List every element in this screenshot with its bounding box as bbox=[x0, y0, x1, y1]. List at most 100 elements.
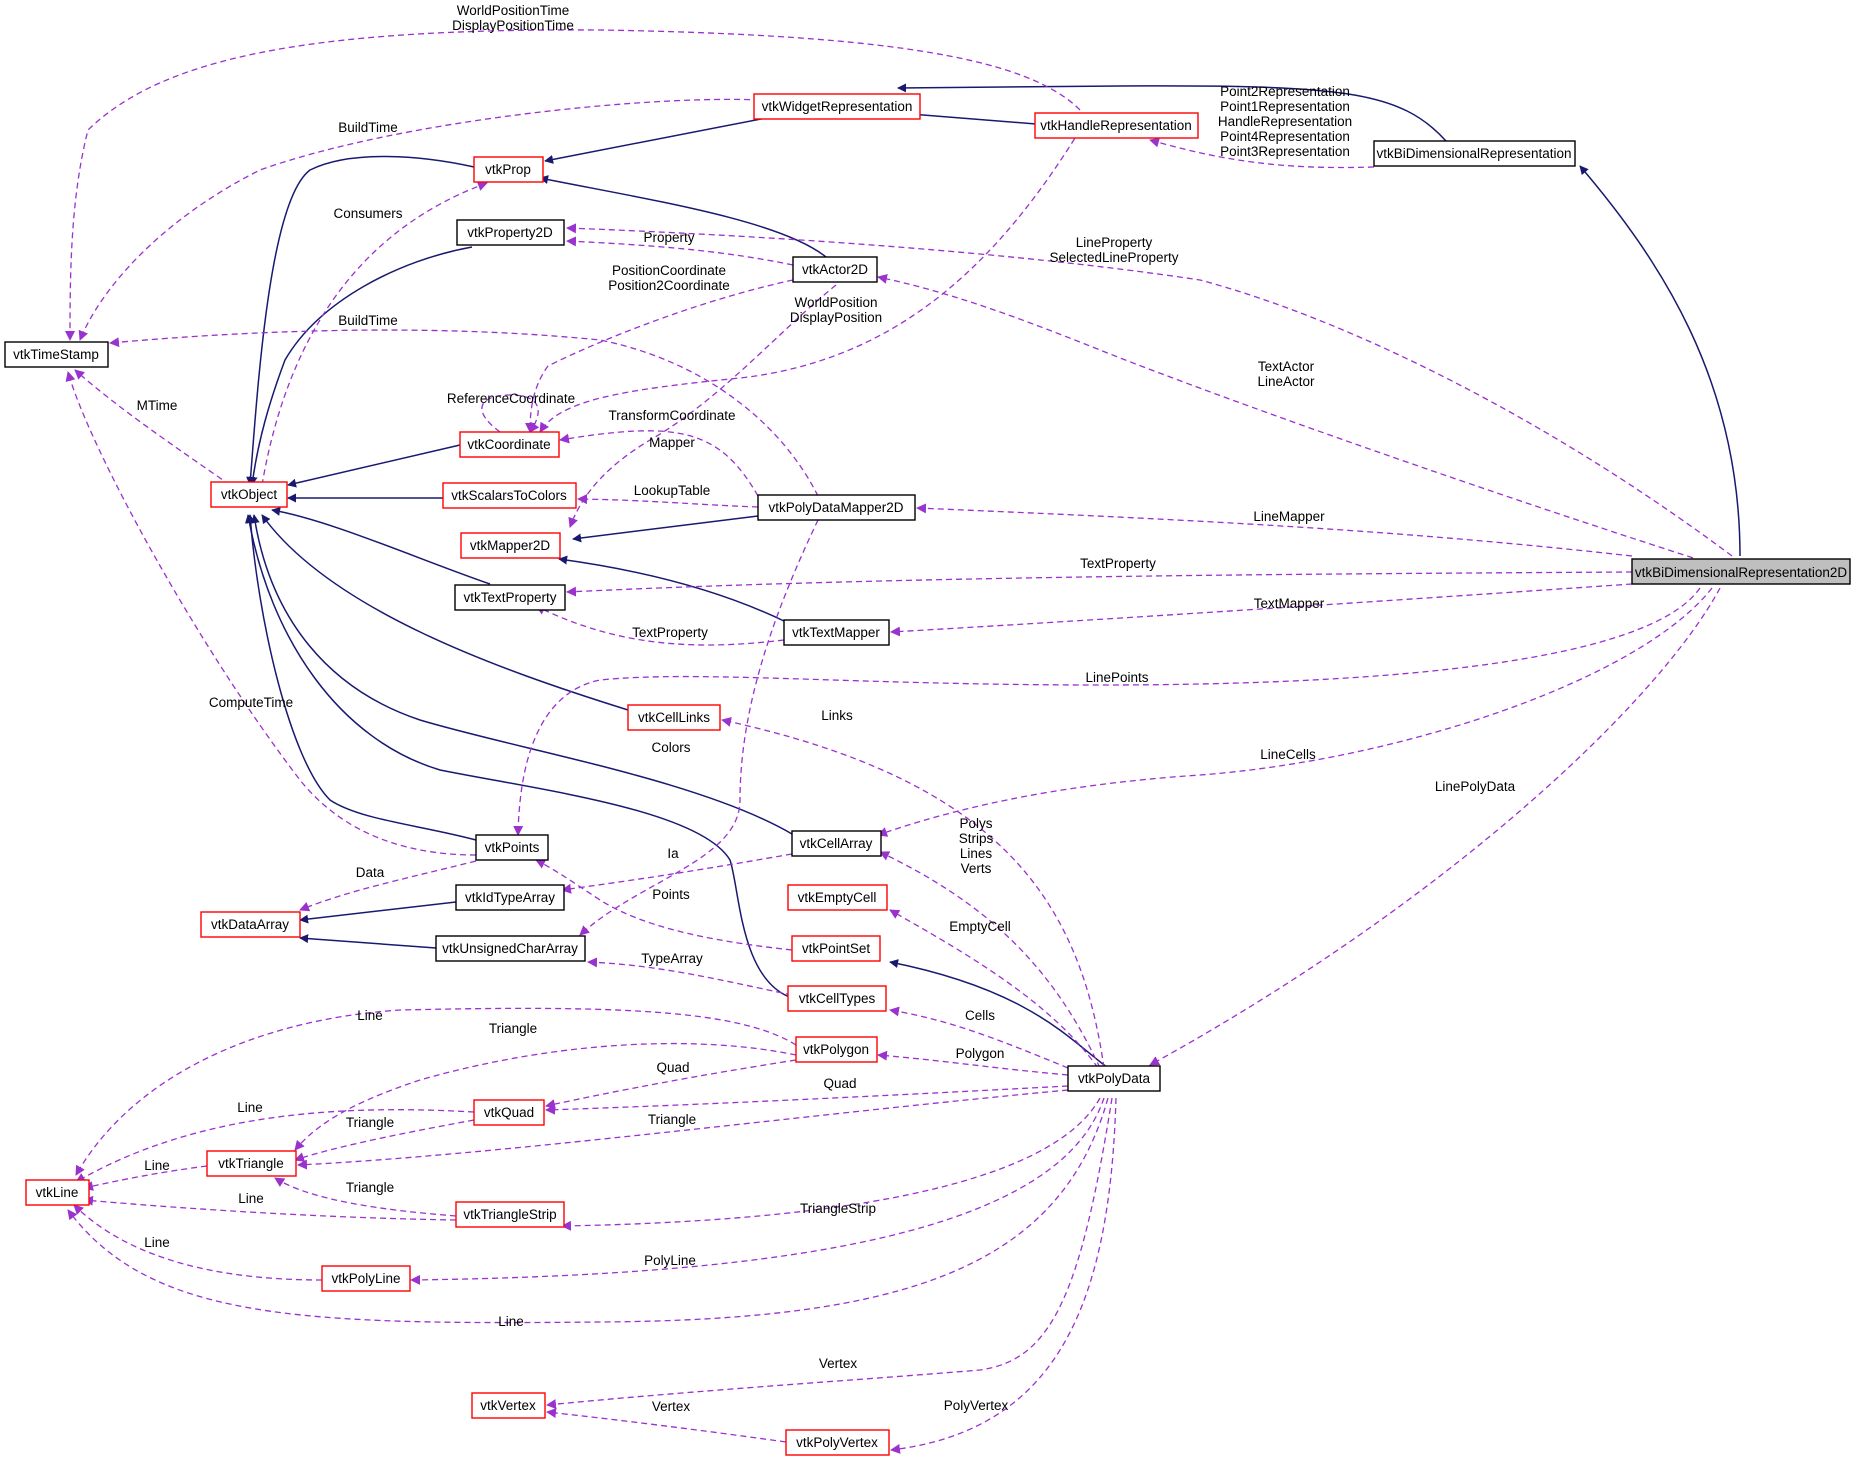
node-vtkCellTypes[interactable]: vtkCellTypes bbox=[787, 985, 887, 1012]
label-text-property-tm: TextProperty bbox=[632, 625, 708, 640]
label-quad-polygon: Quad bbox=[656, 1060, 689, 1075]
label-triangle-strip: TriangleStrip bbox=[800, 1201, 876, 1216]
edge-handlerep-coordinate bbox=[539, 129, 1081, 433]
label-cells: Cells bbox=[965, 1008, 995, 1023]
label-buildtime-wr: BuildTime bbox=[338, 120, 398, 135]
node-vtkQuad[interactable]: vtkQuad bbox=[473, 1099, 545, 1126]
svg-text:vtkMapper2D: vtkMapper2D bbox=[470, 538, 551, 553]
label-triangle-ts: Triangle bbox=[346, 1180, 394, 1195]
edge-actor2d-mapper2d bbox=[568, 284, 837, 528]
svg-text:vtkBiDimensionalRepresentation: vtkBiDimensionalRepresentation2D bbox=[1635, 565, 1848, 580]
node-vtkActor2D[interactable]: vtkActor2D bbox=[792, 256, 878, 283]
edge-points-to-object bbox=[246, 514, 477, 841]
edge-polydata-celllinks bbox=[721, 717, 1105, 1069]
svg-text:vtkProp: vtkProp bbox=[485, 162, 531, 177]
label-reference-coord: ReferenceCoordinate bbox=[447, 391, 575, 406]
node-vtkHandleRepresentation[interactable]: vtkHandleRepresentation bbox=[1034, 112, 1199, 139]
svg-text:vtkVertex: vtkVertex bbox=[480, 1398, 536, 1413]
edge-rep2d-cellarray bbox=[877, 587, 1713, 837]
node-vtkWidgetRepresentation[interactable]: vtkWidgetRepresentation bbox=[753, 93, 921, 120]
node-vtkPolygon[interactable]: vtkPolygon bbox=[795, 1036, 878, 1063]
edge-polydata-triangle bbox=[297, 1089, 1069, 1170]
node-vtkScalarsToColors[interactable]: vtkScalarsToColors bbox=[442, 482, 577, 509]
edge-widgetrep-timestamp bbox=[78, 98, 761, 341]
edge-points-dataarray bbox=[299, 860, 477, 912]
node-vtkMapper2D[interactable]: vtkMapper2D bbox=[460, 532, 561, 559]
label-mtime: MTime bbox=[137, 398, 178, 413]
node-vtkProp[interactable]: vtkProp bbox=[473, 156, 544, 183]
node-vtkPolyLine[interactable]: vtkPolyLine bbox=[321, 1265, 411, 1292]
edge-polydata-to-pointset bbox=[889, 959, 1109, 1069]
svg-text:vtkLine: vtkLine bbox=[36, 1185, 79, 1200]
svg-text:vtkWidgetRepresentation: vtkWidgetRepresentation bbox=[762, 99, 913, 114]
edge-bidimrep-to-widgetrep bbox=[897, 83, 1447, 142]
node-vtkTextProperty[interactable]: vtkTextProperty bbox=[454, 584, 566, 611]
label-text-property-rep: TextProperty bbox=[1080, 556, 1156, 571]
node-vtkProperty2D[interactable]: vtkProperty2D bbox=[456, 219, 565, 246]
edge-polydata-vertex bbox=[546, 1097, 1113, 1410]
label-mapper: Mapper bbox=[649, 435, 695, 450]
edge-trianglestrip-triangle bbox=[274, 1177, 457, 1217]
node-vtkTextMapper[interactable]: vtkTextMapper bbox=[783, 619, 890, 646]
node-vtkPointSet[interactable]: vtkPointSet bbox=[791, 935, 881, 962]
node-vtkTimeStamp[interactable]: vtkTimeStamp bbox=[4, 341, 109, 368]
edge-polydata-polyvertex bbox=[890, 1097, 1117, 1454]
node-vtkVertex[interactable]: vtkVertex bbox=[471, 1392, 546, 1419]
node-vtkTriangle[interactable]: vtkTriangle bbox=[206, 1150, 297, 1177]
edge-polydatamapper2d-to-mapper2d bbox=[572, 515, 759, 543]
node-vtkBiDimensionalRepresentation2D[interactable]: vtkBiDimensionalRepresentation2D bbox=[1631, 558, 1851, 585]
svg-text:vtkScalarsToColors: vtkScalarsToColors bbox=[451, 488, 567, 503]
node-vtkPoints[interactable]: vtkPoints bbox=[475, 834, 549, 861]
node-vtkPolyDataMapper2D[interactable]: vtkPolyDataMapper2D bbox=[757, 494, 916, 521]
svg-text:vtkPolyDataMapper2D: vtkPolyDataMapper2D bbox=[768, 500, 903, 515]
svg-text:vtkBiDimensionalRepresentation: vtkBiDimensionalRepresentation bbox=[1376, 146, 1571, 161]
edge-cellarray-idtypearray bbox=[561, 853, 793, 894]
edge-textproperty-to-object bbox=[271, 506, 491, 585]
edge-quad-triangle bbox=[294, 1119, 475, 1162]
node-vtkPolyVertex[interactable]: vtkPolyVertex bbox=[785, 1429, 890, 1456]
label-poly-line: PolyLine bbox=[644, 1253, 696, 1268]
edge-pointset-to-object bbox=[244, 514, 793, 999]
node-vtkIdTypeArray[interactable]: vtkIdTypeArray bbox=[455, 884, 565, 911]
edge-pointset-points bbox=[535, 859, 793, 951]
label-line-cells: LineCells bbox=[1260, 747, 1316, 762]
label-line-ts: Line bbox=[238, 1191, 264, 1206]
edge-polyline-line bbox=[73, 1204, 323, 1281]
edge-polydata-quad bbox=[545, 1085, 1069, 1115]
svg-text:vtkCoordinate: vtkCoordinate bbox=[467, 437, 550, 452]
node-vtkObject[interactable]: vtkObject bbox=[210, 481, 288, 508]
node-vtkCoordinate[interactable]: vtkCoordinate bbox=[459, 431, 560, 458]
node-vtkBiDimensionalRepresentation[interactable]: vtkBiDimensionalRepresentation bbox=[1373, 140, 1576, 167]
label-type-array: TypeArray bbox=[641, 951, 703, 966]
node-vtkLine[interactable]: vtkLine bbox=[25, 1179, 90, 1206]
edge-unsignedchararray-to-dataarray bbox=[299, 934, 437, 949]
svg-text:vtkActor2D: vtkActor2D bbox=[802, 262, 868, 277]
node-vtkEmptyCell[interactable]: vtkEmptyCell bbox=[787, 884, 888, 911]
label-vertex-pv: Vertex bbox=[652, 1399, 691, 1414]
label-empty-cell: EmptyCell bbox=[949, 919, 1011, 934]
node-vtkPolyData[interactable]: vtkPolyData bbox=[1067, 1065, 1161, 1092]
edge-handlerep-to-widgetrep bbox=[897, 109, 1037, 125]
edge-polydata-line bbox=[67, 1097, 1109, 1324]
edge-polygon-quad bbox=[545, 1059, 797, 1109]
label-ia: Ia bbox=[667, 846, 679, 861]
node-vtkDataArray[interactable]: vtkDataArray bbox=[200, 911, 301, 938]
svg-text:vtkProperty2D: vtkProperty2D bbox=[467, 225, 553, 240]
node-vtkCellArray[interactable]: vtkCellArray bbox=[791, 830, 882, 857]
edge-property2d-to-object bbox=[248, 246, 473, 486]
label-buildtime-pdm: BuildTime bbox=[338, 313, 398, 328]
label-colors: Colors bbox=[651, 740, 690, 755]
svg-text:vtkPolyData: vtkPolyData bbox=[1078, 1071, 1151, 1086]
node-vtkUnsignedCharArray[interactable]: vtkUnsignedCharArray bbox=[435, 935, 586, 962]
node-vtkTriangleStrip[interactable]: vtkTriangleStrip bbox=[455, 1201, 565, 1228]
edge-widgetrep-to-prop bbox=[544, 117, 767, 164]
node-vtkCellLinks[interactable]: vtkCellLinks bbox=[627, 704, 721, 731]
label-line-quad: Line bbox=[237, 1100, 263, 1115]
edge-polydata-cellarray bbox=[879, 851, 1101, 1069]
label-poly-vertex: PolyVertex bbox=[944, 1398, 1009, 1413]
label-line-polydata: LinePolyData bbox=[1435, 779, 1516, 794]
